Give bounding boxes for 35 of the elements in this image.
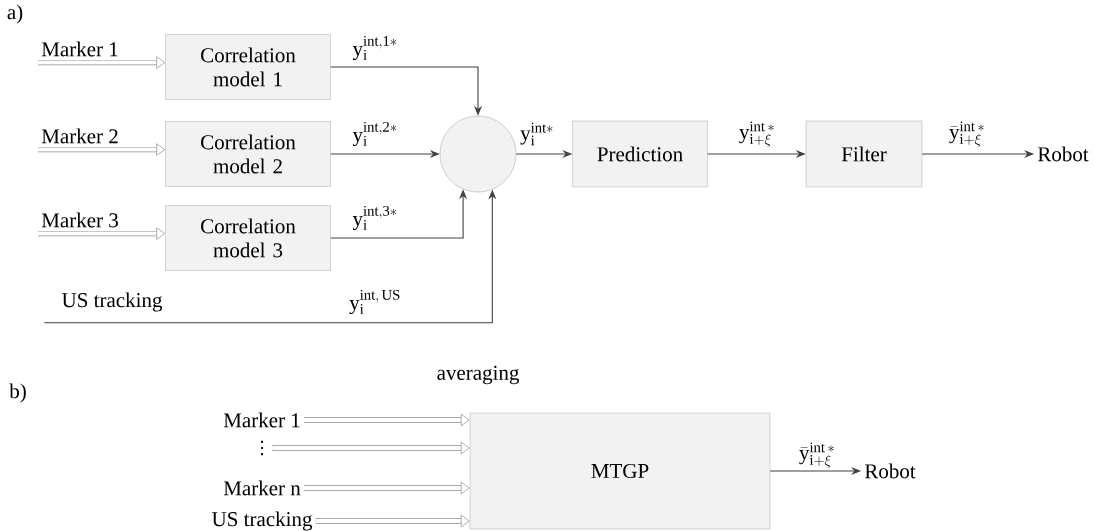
hollow-arrow (304, 413, 470, 427)
process-box: Prediction (572, 120, 708, 188)
process-box: MTGP (469, 412, 771, 530)
process-box: Correlation model 2 (165, 121, 331, 187)
edge-label: $\mathrm{y}_{\mathrm{i}+\xi}^{\mathrm{int}\,*}$ (737, 120, 777, 148)
signal-label: Robot (1037, 146, 1089, 162)
hollow-arrow (38, 143, 166, 156)
panel-label: averaging (437, 365, 519, 385)
hollow-arrow (304, 481, 470, 495)
hollow-arrow (38, 56, 166, 69)
process-box: Filter (805, 120, 923, 188)
edge-label: $\mathrm{y}_{\mathrm{i}}^{\mathrm{int*}}$ (519, 121, 555, 147)
signal-label: Marker 1 (41, 41, 118, 57)
edge-label: $\bar{\mathrm{y}}_{\mathrm{i}+\xi}^{\mathrm{int}\,*}$ (797, 441, 837, 469)
panel-label: b) (9, 383, 26, 403)
ellipsis: ⋮ (261, 440, 263, 456)
signal-label: Marker 3 (41, 212, 118, 228)
hollow-arrow (38, 227, 166, 240)
signal-label: Marker 1 (223, 412, 300, 428)
hollow-arrow (315, 514, 470, 528)
summing-circle (439, 115, 517, 193)
process-box: Correlation model 1 (165, 34, 331, 100)
process-box: Correlation model 3 (165, 205, 331, 271)
edge-label: $\mathrm{y}_{\mathrm{i}}^{\mathrm{int,\,US}}$ (348, 288, 402, 316)
edge-label: $\mathrm{y}_{\mathrm{i}}^{\mathrm{int,2*}}$ (351, 120, 399, 148)
panel-label: a) (7, 4, 23, 24)
signal-label: US tracking (212, 511, 313, 531)
signal-label: US tracking (62, 292, 163, 312)
edge-label: $\mathrm{y}_{\mathrm{i}}^{\mathrm{int,3*}}$ (351, 204, 399, 232)
signal-label: Marker 2 (41, 128, 118, 144)
edge-label: $\mathrm{y}_{\mathrm{i}}^{\mathrm{int,1*}}$ (351, 34, 399, 62)
signal-label: Robot (864, 463, 916, 479)
signal-label: Marker n (223, 480, 301, 496)
hollow-arrow (272, 441, 470, 455)
edge-label: $\bar{\mathrm{y}}_{\mathrm{i}+\xi}^{\mathrm{int}\,*}$ (947, 120, 987, 148)
